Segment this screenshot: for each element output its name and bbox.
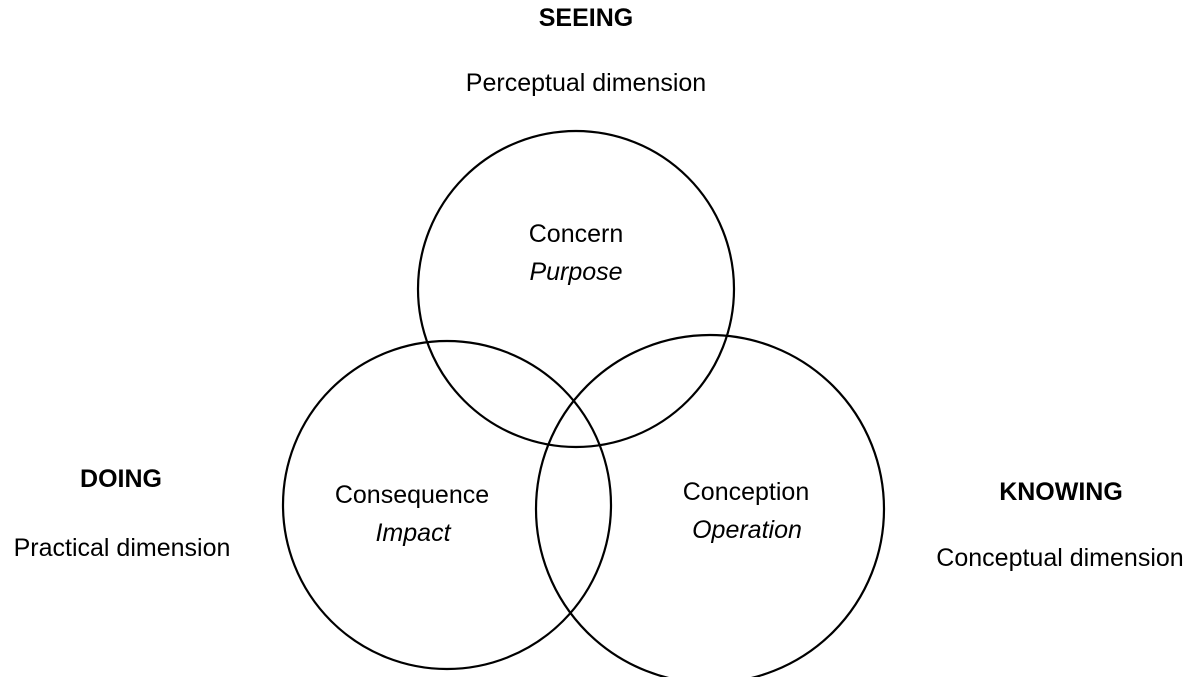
doing-heading: DOING (80, 465, 162, 493)
circle-right-title: Conception (682, 478, 810, 506)
circle-left-title: Consequence (334, 481, 490, 509)
circle-top-title: Concern (528, 220, 624, 248)
doing-dimension: Practical dimension (13, 534, 231, 562)
seeing-dimension: Perceptual dimension (465, 69, 707, 97)
circle-left (281, 339, 613, 671)
seeing-heading: SEEING (538, 4, 634, 32)
circle-right (534, 333, 886, 677)
knowing-dimension: Conceptual dimension (936, 544, 1184, 572)
circle-right-subtitle: Operation (692, 516, 802, 544)
knowing-heading: KNOWING (999, 478, 1123, 506)
circle-left-subtitle: Impact (375, 519, 451, 547)
circle-top-subtitle: Purpose (529, 258, 623, 286)
circle-top (416, 129, 736, 449)
